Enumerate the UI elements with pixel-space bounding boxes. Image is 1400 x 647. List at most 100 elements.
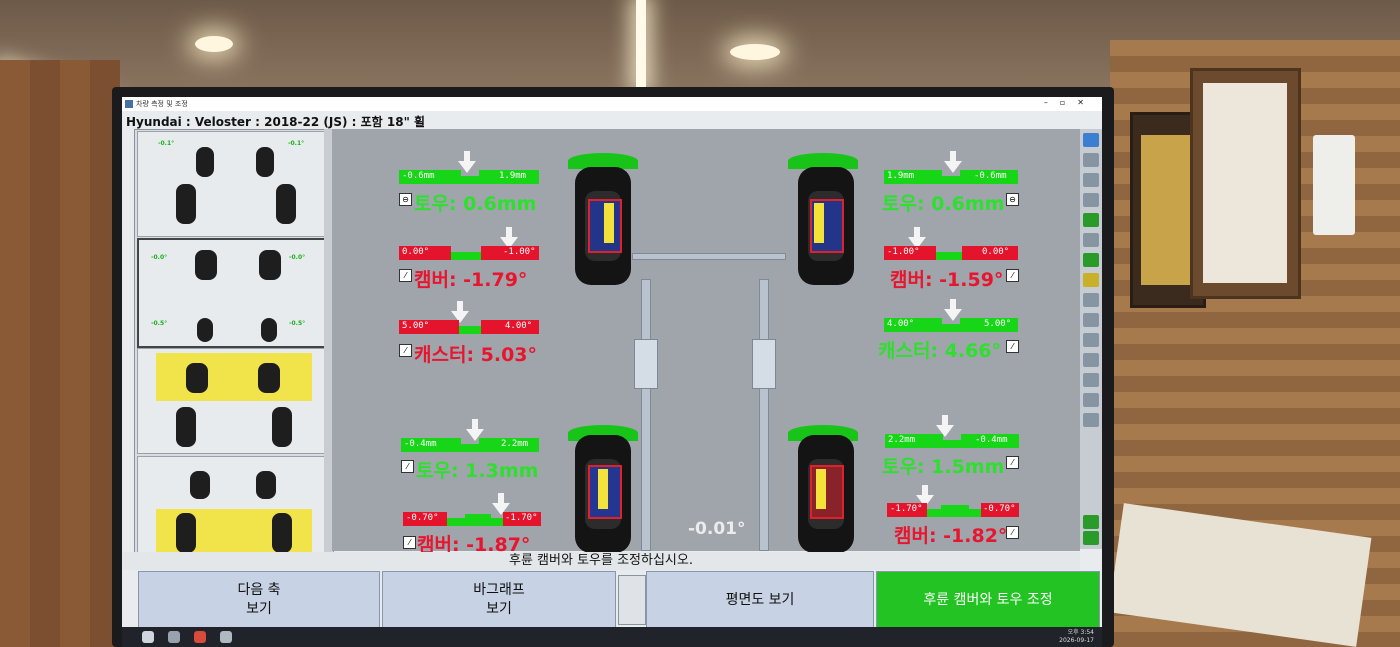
tool-icon[interactable] <box>1083 515 1099 529</box>
ceiling-light <box>730 44 780 60</box>
camber-indicator-arc <box>568 153 638 169</box>
thumbnail-view-selected[interactable]: -0.0°-0.0° -0.5°-0.5° <box>137 238 333 348</box>
tool-icon[interactable] <box>1083 531 1099 545</box>
thumbnail-view[interactable] <box>137 348 331 454</box>
tool-icon[interactable] <box>1083 233 1099 247</box>
rr-toe-bar: 2.2mm-0.4mm <box>885 434 1019 448</box>
view-thumbnail-list: -0.1°-0.1° -0.0°-0.0° -0.5°-0.5° <box>134 129 334 563</box>
instruction-text: 후륜 캠버와 토우를 조정하십시오. <box>122 552 1080 570</box>
fl-camber-bar: 0.00°-1.00° <box>399 246 539 260</box>
tool-icon[interactable] <box>1083 353 1099 367</box>
windows-taskbar: 오후 3:54 2026-09-17 <box>122 627 1102 647</box>
target-arrow-stem <box>464 151 470 161</box>
fl-toe-value: 토우: 0.6mm <box>414 193 537 215</box>
thumbnail-view[interactable] <box>137 456 331 562</box>
target-arrow-stem <box>498 493 504 503</box>
tool-icon[interactable] <box>1083 313 1099 327</box>
tool-icon[interactable] <box>1083 293 1099 307</box>
tool-icon[interactable] <box>1083 193 1099 207</box>
settings-icon[interactable] <box>1083 173 1099 187</box>
rr-camber-value: 캠버: -1.82° <box>894 525 1008 547</box>
tool-icon[interactable] <box>1083 213 1099 227</box>
adjust-icon[interactable]: ⊖ <box>1006 193 1019 206</box>
target-arrow-stem <box>922 485 928 495</box>
camber-gauge <box>604 203 614 243</box>
window-titlebar: 차량 측정 및 조정 –▫✕ <box>122 97 1102 111</box>
wrench-icon[interactable]: ⁄ <box>1006 526 1019 539</box>
taskbar-clock[interactable]: 오후 3:54 2026-09-17 <box>1059 629 1094 645</box>
wrench-icon[interactable]: ⁄ <box>399 269 412 282</box>
target-arrow-icon <box>458 161 476 173</box>
exhaust-pipe <box>641 279 651 551</box>
tool-icon[interactable] <box>1083 373 1099 387</box>
camber-indicator-arc <box>788 153 858 169</box>
vehicle-title: Hyundai : Veloster : 2018-22 (JS) : 포함 1… <box>126 115 426 129</box>
fr-caster-bar: 4.00°5.00° <box>884 318 1018 332</box>
fr-camber-bar: -1.00°0.00° <box>884 246 1018 260</box>
camber-gauge <box>598 469 608 509</box>
rr-toe-value: 토우: 1.5mm <box>882 456 1005 478</box>
rl-camber-value: 캠버: -1.87° <box>417 534 531 556</box>
target-arrow-icon <box>944 309 962 321</box>
app-icon[interactable] <box>220 631 232 643</box>
chrome-icon[interactable] <box>194 631 206 643</box>
muffler <box>634 339 658 389</box>
fr-camber-value: 캠버: -1.59° <box>890 269 1004 291</box>
target-arrow-stem <box>472 419 478 429</box>
camber-gauge <box>814 203 824 243</box>
thumbnail-view[interactable]: -0.1°-0.1° <box>137 131 331 237</box>
wrench-icon[interactable]: ⁄ <box>399 344 412 357</box>
wrench-icon[interactable]: ⁄ <box>1006 340 1019 353</box>
fr-toe-value: 토우: 0.6mm <box>882 193 1005 215</box>
tool-icon[interactable] <box>1083 253 1099 267</box>
tool-icon[interactable] <box>1083 333 1099 347</box>
print-icon[interactable] <box>1083 153 1099 167</box>
fr-toe-bar: 1.9mm-0.6mm <box>884 170 1018 184</box>
fl-caster-value: 캐스터: 5.03° <box>414 344 538 366</box>
alignment-app-screen: 차량 측정 및 조정 –▫✕ Hyundai : Veloster : 2018… <box>122 97 1102 647</box>
rr-camber-bar: -1.70°-0.70° <box>887 503 1019 517</box>
target-arrow-stem <box>950 151 956 161</box>
toe-gauge <box>810 465 844 519</box>
strip-light <box>636 0 646 88</box>
wrench-icon[interactable]: ⁄ <box>401 460 414 473</box>
clock-date: 2026-09-17 <box>1059 637 1094 644</box>
muffler <box>752 339 776 389</box>
rl-camber-bar: -0.70°-1.70° <box>403 512 541 526</box>
start-icon[interactable] <box>142 631 154 643</box>
target-arrow-icon <box>944 161 962 173</box>
tool-icon[interactable] <box>1083 273 1099 287</box>
app-title: 차량 측정 및 조정 <box>136 100 188 108</box>
next-axle-button[interactable]: 다음 축 보기 <box>138 571 380 629</box>
fl-caster-bar: 5.00°4.00° <box>399 320 539 334</box>
wrench-icon[interactable]: ⁄ <box>1006 269 1019 282</box>
wrench-icon[interactable]: ⁄ <box>403 536 416 549</box>
search-icon[interactable] <box>168 631 180 643</box>
wrench-icon[interactable]: ⁄ <box>1006 456 1019 469</box>
plan-view-button[interactable]: 평면도 보기 <box>646 571 874 629</box>
wall-certificate <box>1190 68 1301 299</box>
thrust-angle-readout: -0.01° <box>688 519 746 539</box>
front-axle <box>632 253 786 260</box>
tool-sidebar <box>1080 129 1102 549</box>
target-arrow-stem <box>457 301 463 311</box>
small-view-toggle[interactable] <box>618 575 646 625</box>
adjust-icon[interactable]: ⊖ <box>399 193 412 206</box>
rl-toe-value: 토우: 1.3mm <box>416 460 539 482</box>
tool-icon[interactable] <box>1083 393 1099 407</box>
target-arrow-stem <box>950 299 956 309</box>
camber-gauge <box>816 469 826 509</box>
thumbnail-scrollbar[interactable] <box>324 129 332 561</box>
ceiling-light <box>195 36 233 52</box>
clock-time: 오후 3:54 <box>1067 629 1094 636</box>
bar-graph-button[interactable]: 바그래프 보기 <box>382 571 616 629</box>
tool-icon[interactable] <box>1083 413 1099 427</box>
exhaust-pipe <box>759 279 769 551</box>
rear-camber-toe-adjust-button[interactable]: 후륜 캠버와 토우 조정 <box>876 571 1100 629</box>
help-icon[interactable] <box>1083 133 1099 147</box>
target-arrow-stem <box>942 415 948 425</box>
window-controls[interactable]: –▫✕ <box>1043 98 1096 107</box>
